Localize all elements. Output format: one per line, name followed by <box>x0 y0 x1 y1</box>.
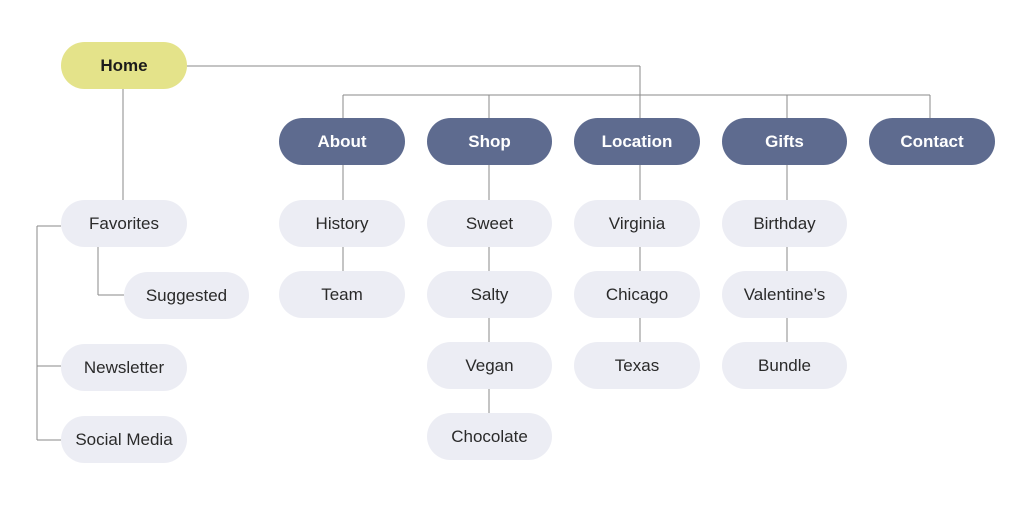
node-sweet[interactable]: Sweet <box>427 200 552 247</box>
node-social-media[interactable]: Social Media <box>61 416 187 463</box>
node-history[interactable]: History <box>279 200 405 247</box>
node-chocolate[interactable]: Chocolate <box>427 413 552 460</box>
node-vegan[interactable]: Vegan <box>427 342 552 389</box>
node-chicago[interactable]: Chicago <box>574 271 700 318</box>
node-valentines[interactable]: Valentine’s <box>722 271 847 318</box>
node-shop[interactable]: Shop <box>427 118 552 165</box>
node-salty[interactable]: Salty <box>427 271 552 318</box>
node-about[interactable]: About <box>279 118 405 165</box>
node-bundle[interactable]: Bundle <box>722 342 847 389</box>
node-virginia[interactable]: Virginia <box>574 200 700 247</box>
node-suggested[interactable]: Suggested <box>124 272 249 319</box>
node-home[interactable]: Home <box>61 42 187 89</box>
node-gifts[interactable]: Gifts <box>722 118 847 165</box>
node-newsletter[interactable]: Newsletter <box>61 344 187 391</box>
node-location[interactable]: Location <box>574 118 700 165</box>
node-favorites[interactable]: Favorites <box>61 200 187 247</box>
node-texas[interactable]: Texas <box>574 342 700 389</box>
node-contact[interactable]: Contact <box>869 118 995 165</box>
node-team[interactable]: Team <box>279 271 405 318</box>
node-birthday[interactable]: Birthday <box>722 200 847 247</box>
